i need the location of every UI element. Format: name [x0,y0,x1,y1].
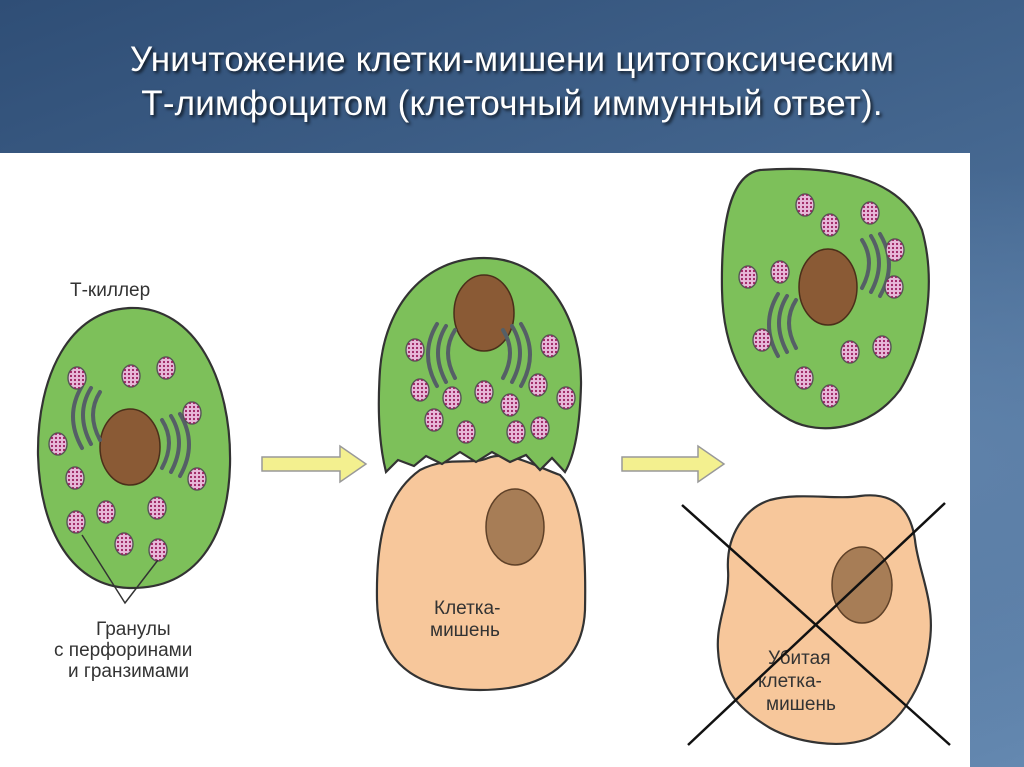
arrow-right-icon [261,444,368,484]
killed-target-cell: Убитая клетка- мишень [681,494,951,746]
target-cell-cytoplasm [375,454,587,692]
title-line-1: Уничтожение клетки-мишени цитотоксически… [129,40,895,79]
t-killer-label: Т-киллер [70,280,150,301]
granule-pointer-lines [81,534,159,605]
released-t-killer-nucleus [798,248,858,326]
killed-target-nucleus [831,546,893,624]
granules-label: Гранулы с перфоринами и гранзимами [54,619,192,682]
target-cell-nucleus [485,488,545,566]
arrow-right-icon [621,444,726,484]
killed-label-line-3: мишень [766,694,836,715]
attached-t-killer-nucleus [453,274,515,352]
title-line-2: Т-лимфоцитом (клеточный иммунный ответ). [141,84,883,123]
cross-mark-icon [681,502,951,746]
granules-label-line-3: и гранзимами [68,661,189,682]
granules-label-line-2: с перфоринами [54,640,192,661]
granules-label-line-1: Гранулы [96,619,171,640]
released-t-killer-cell [720,167,930,430]
target-label-line-1: Клетка- [434,598,500,619]
t-killer-nucleus [99,408,161,486]
slide-title: Уничтожение клетки-мишени цитотоксически… [0,38,1024,126]
target-label-line-2: мишень [430,620,500,641]
killed-label-line-2: клетка- [758,671,822,692]
attached-t-killer-cell [377,256,583,475]
killed-label-line-1: Убитая [768,648,831,669]
target-cell: Клетка- мишень [375,454,587,692]
t-killer-cell [36,306,232,605]
